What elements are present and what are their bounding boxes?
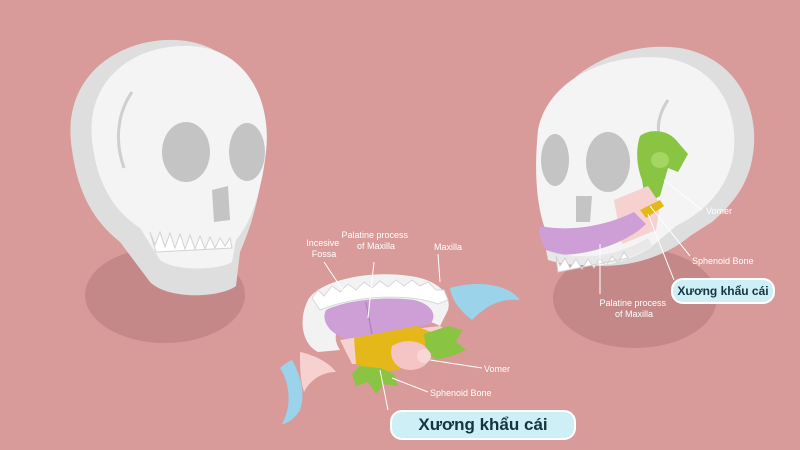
label-vomer: Vomer [484, 364, 510, 374]
leader-incisive [323, 261, 349, 299]
sphenoid-wing-left [352, 366, 398, 394]
eye-socket-right [229, 123, 265, 181]
side-label-palatine: Palatine process of Maxilla [599, 298, 668, 319]
palate-model [280, 274, 520, 424]
label-palatine-process: Palatine process of Maxilla [341, 230, 410, 251]
leader-palatine [367, 261, 375, 319]
palatine-process-plate [324, 298, 434, 340]
wing-left-shade [300, 352, 336, 392]
temple-line [116, 91, 134, 169]
label-maxilla: Maxilla [434, 242, 462, 252]
teeth-upper [149, 230, 233, 253]
leader-sphenoid [391, 377, 429, 393]
side-sphenoid-hole [651, 152, 669, 168]
label-sphenoid: Sphenoid Bone [430, 388, 492, 398]
palatine-bone-side-badge: Xương khẩu cái [671, 278, 775, 304]
zygomatic-wing-left [280, 360, 303, 424]
label-incisive-fossa: Incesive Fossa [306, 238, 342, 259]
vomer-lobe [417, 349, 431, 363]
median-suture [365, 301, 373, 335]
skull-side [536, 46, 755, 348]
side-eye-socket-left [541, 134, 569, 186]
side-leader-vomer [663, 179, 703, 211]
palatine-bone-title-badge: Xương khẩu cái [390, 410, 576, 440]
skull-side-shadow [553, 248, 717, 348]
side-teeth [555, 251, 629, 273]
sphenoid-wing-right [424, 326, 466, 360]
eye-socket-left [162, 122, 210, 182]
leader-lines [323, 179, 703, 411]
side-eye-socket-right [586, 132, 630, 192]
teeth-ring [311, 279, 449, 311]
side-leader-sphenoid [649, 205, 691, 257]
side-label-vomer: Vomer [706, 206, 732, 216]
side-label-sphenoid: Sphenoid Bone [692, 256, 754, 266]
side-leader-badge [647, 213, 675, 281]
leader-vomer [429, 359, 483, 369]
nasal-cavity [212, 186, 230, 222]
skull-front [70, 39, 267, 343]
side-palatine-process [539, 212, 646, 255]
leader-main-badge [379, 369, 389, 411]
vomer-shape [391, 341, 430, 370]
side-nasal [576, 196, 592, 222]
zygomatic-wing-right [450, 284, 520, 320]
leader-maxilla [437, 253, 441, 283]
